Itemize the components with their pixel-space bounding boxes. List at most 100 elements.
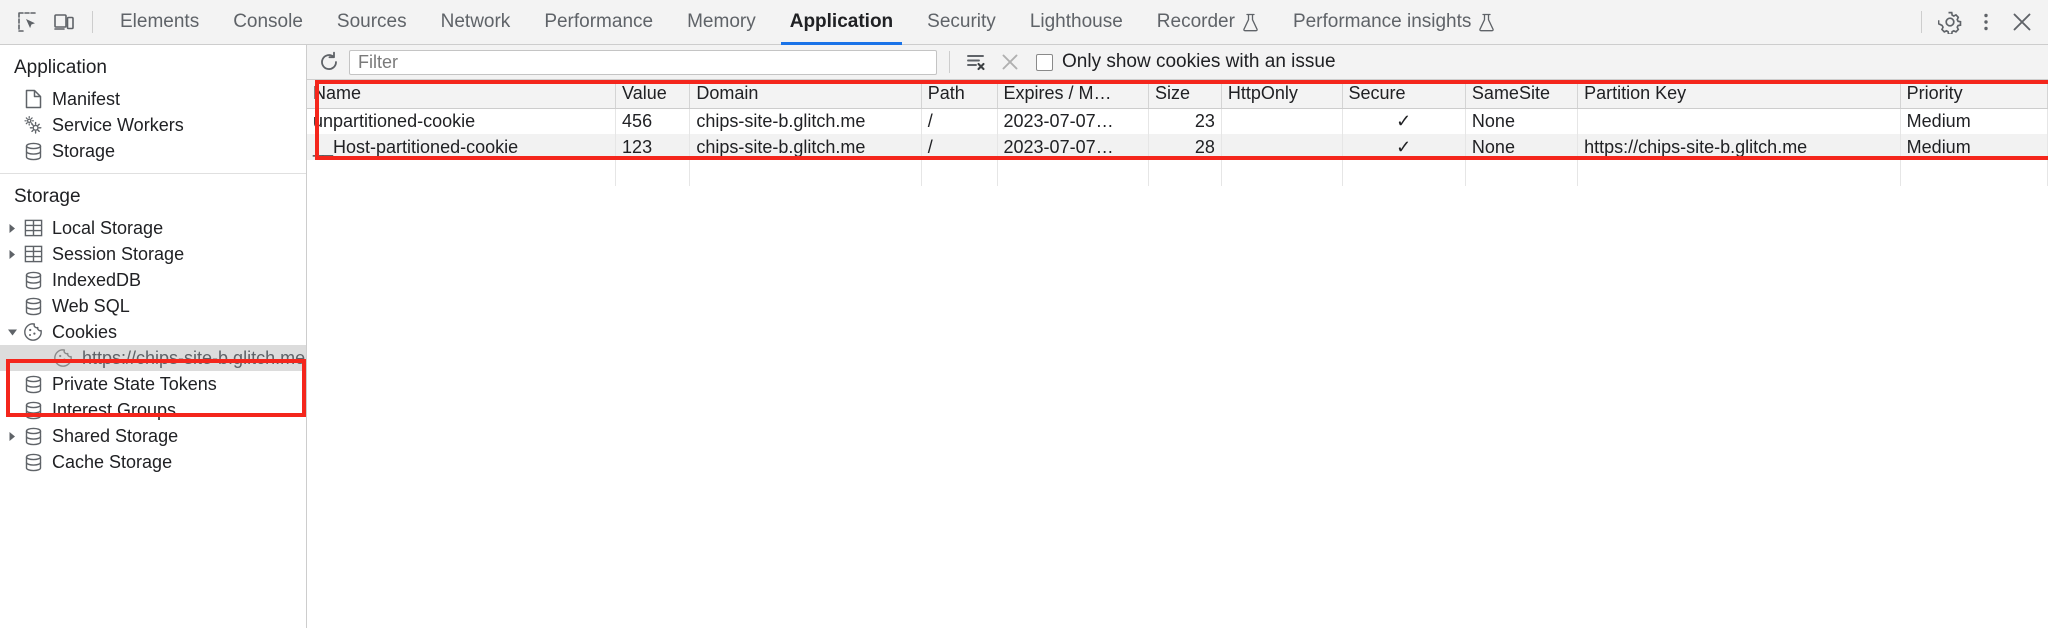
sidebar-item-label: https://chips-site-b.glitch.me [82, 348, 306, 368]
cell-expires: 2023-07-07… [997, 134, 1149, 160]
sidebar-item-shared-storage[interactable]: Shared Storage [0, 423, 306, 449]
table-row[interactable]: unpartitioned-cookie 456 chips-site-b.gl… [307, 108, 2048, 134]
tab-sources[interactable]: Sources [320, 0, 424, 45]
cookie-icon [52, 348, 74, 368]
cell-partition-key: https://chips-site-b.glitch.me [1577, 134, 1901, 160]
column-header-path[interactable]: Path [921, 80, 998, 109]
tab-lighthouse[interactable]: Lighthouse [1013, 0, 1140, 45]
tab-application[interactable]: Application [773, 0, 910, 45]
cell-value: 456 [615, 108, 691, 134]
tab-label: Performance insights [1292, 11, 1472, 32]
database-icon [22, 452, 44, 472]
only-issues-checkbox[interactable]: Only show cookies with an issue [1036, 51, 1336, 73]
cell-name: __Host-partitioned-cookie [307, 134, 617, 160]
empty-cell [997, 160, 1149, 186]
empty-cell [1148, 160, 1222, 186]
sidebar-item-label: Interest Groups [52, 400, 177, 420]
tab-memory[interactable]: Memory [670, 0, 773, 45]
tab-performance[interactable]: Performance [527, 0, 670, 45]
sidebar-item-manifest[interactable]: Manifest [0, 86, 306, 112]
column-header-secure[interactable]: Secure [1342, 80, 1466, 109]
clear-all-icon[interactable] [996, 48, 1024, 76]
column-header-value[interactable]: Value [615, 80, 691, 109]
sidebar-group-title: Storage [14, 186, 81, 207]
tab-performance-insights[interactable]: Performance insights [1276, 0, 1512, 45]
sidebar-item-session-storage[interactable]: Session Storage [0, 241, 306, 267]
column-header-name[interactable]: Name [307, 80, 617, 109]
tab-console[interactable]: Console [216, 0, 320, 45]
sidebar-item-interest-groups[interactable]: Interest Groups [0, 397, 306, 423]
column-header-priority[interactable]: Priority [1900, 80, 2048, 109]
tab-recorder[interactable]: Recorder [1140, 0, 1276, 45]
tabbar-divider [1921, 11, 1922, 33]
cell-value: 123 [615, 134, 691, 160]
sidebar-group-application: Application Manifest [0, 45, 306, 173]
panel-tabs: Elements Console Sources Network Perform… [103, 0, 1911, 45]
chevron-right-icon[interactable] [4, 428, 20, 444]
column-header-domain[interactable]: Domain [689, 80, 922, 109]
sidebar-item-storage[interactable]: Storage [0, 138, 306, 164]
tab-label: Performance [544, 11, 654, 32]
cell-samesite: None [1465, 108, 1579, 134]
sidebar-item-cache-storage[interactable]: Cache Storage [0, 449, 306, 475]
database-icon [22, 400, 44, 420]
cookies-grid-container[interactable]: Name Value Domain Path Expires / M… Size… [307, 80, 2048, 628]
sidebar-item-private-state-tokens[interactable]: Private State Tokens [0, 371, 306, 397]
document-icon [22, 89, 44, 109]
sidebar-item-indexeddb[interactable]: IndexedDB [0, 267, 306, 293]
column-header-expires[interactable]: Expires / M… [997, 80, 1149, 109]
empty-cell [1465, 160, 1579, 186]
tab-security[interactable]: Security [910, 0, 1013, 45]
sidebar-item-label: Shared Storage [52, 426, 179, 446]
refresh-icon[interactable] [315, 48, 343, 76]
sidebar-item-label: Cache Storage [52, 452, 173, 472]
chevron-right-icon[interactable] [4, 220, 20, 236]
database-icon [22, 141, 44, 161]
empty-cell [1342, 160, 1466, 186]
checkbox-box[interactable] [1036, 53, 1053, 71]
column-header-partition-key[interactable]: Partition Key [1577, 80, 1901, 109]
chevron-down-icon[interactable] [4, 324, 20, 340]
sidebar-item-cookies[interactable]: Cookies [0, 319, 306, 345]
database-icon [22, 296, 44, 316]
sidebar-item-label: Service Workers [52, 115, 184, 135]
inspect-element-icon[interactable] [10, 4, 46, 40]
sidebar-item-local-storage[interactable]: Local Storage [0, 215, 306, 241]
database-icon [22, 270, 44, 290]
table-icon [22, 218, 44, 238]
clear-filtered-icon[interactable] [962, 48, 990, 76]
gear-icon[interactable] [1932, 4, 1968, 40]
chevron-right-icon[interactable] [4, 246, 20, 262]
table-row[interactable]: __Host-partitioned-cookie 123 chips-site… [307, 134, 2048, 160]
column-header-samesite[interactable]: SameSite [1465, 80, 1579, 109]
cell-partition-key [1577, 108, 1901, 134]
sidebar-item-label: Storage [52, 141, 116, 161]
cell-samesite: None [1465, 134, 1579, 160]
tab-label: Elements [120, 11, 200, 32]
more-vertical-icon[interactable] [1968, 4, 2004, 40]
close-icon[interactable] [2004, 4, 2040, 40]
sidebar-item-cookie-origin[interactable]: https://chips-site-b.glitch.me [0, 345, 306, 371]
sidebar-item-service-workers[interactable]: Service Workers [0, 112, 306, 138]
sidebar-item-web-sql[interactable]: Web SQL [0, 293, 306, 319]
cell-path: / [921, 134, 998, 160]
tab-network[interactable]: Network [424, 0, 528, 45]
column-header-httponly[interactable]: HttpOnly [1221, 80, 1343, 109]
application-sidebar: Application Manifest [0, 45, 307, 628]
cell-path: / [921, 108, 998, 134]
cell-secure: ✓ [1342, 134, 1466, 160]
database-icon [22, 426, 44, 446]
cell-domain: chips-site-b.glitch.me [689, 108, 922, 134]
cell-expires: 2023-07-07… [997, 108, 1149, 134]
column-header-size[interactable]: Size [1148, 80, 1222, 109]
tab-elements[interactable]: Elements [103, 0, 216, 45]
devtools-tabbar: Elements Console Sources Network Perform… [0, 0, 2048, 45]
device-toolbar-icon[interactable] [46, 4, 82, 40]
tab-label: Application [789, 11, 894, 32]
tab-label: Console [233, 11, 303, 32]
cell-secure: ✓ [1342, 108, 1466, 134]
sidebar-item-label: Private State Tokens [52, 374, 217, 394]
search-input[interactable] [349, 49, 937, 75]
tab-label: Security [927, 11, 996, 32]
